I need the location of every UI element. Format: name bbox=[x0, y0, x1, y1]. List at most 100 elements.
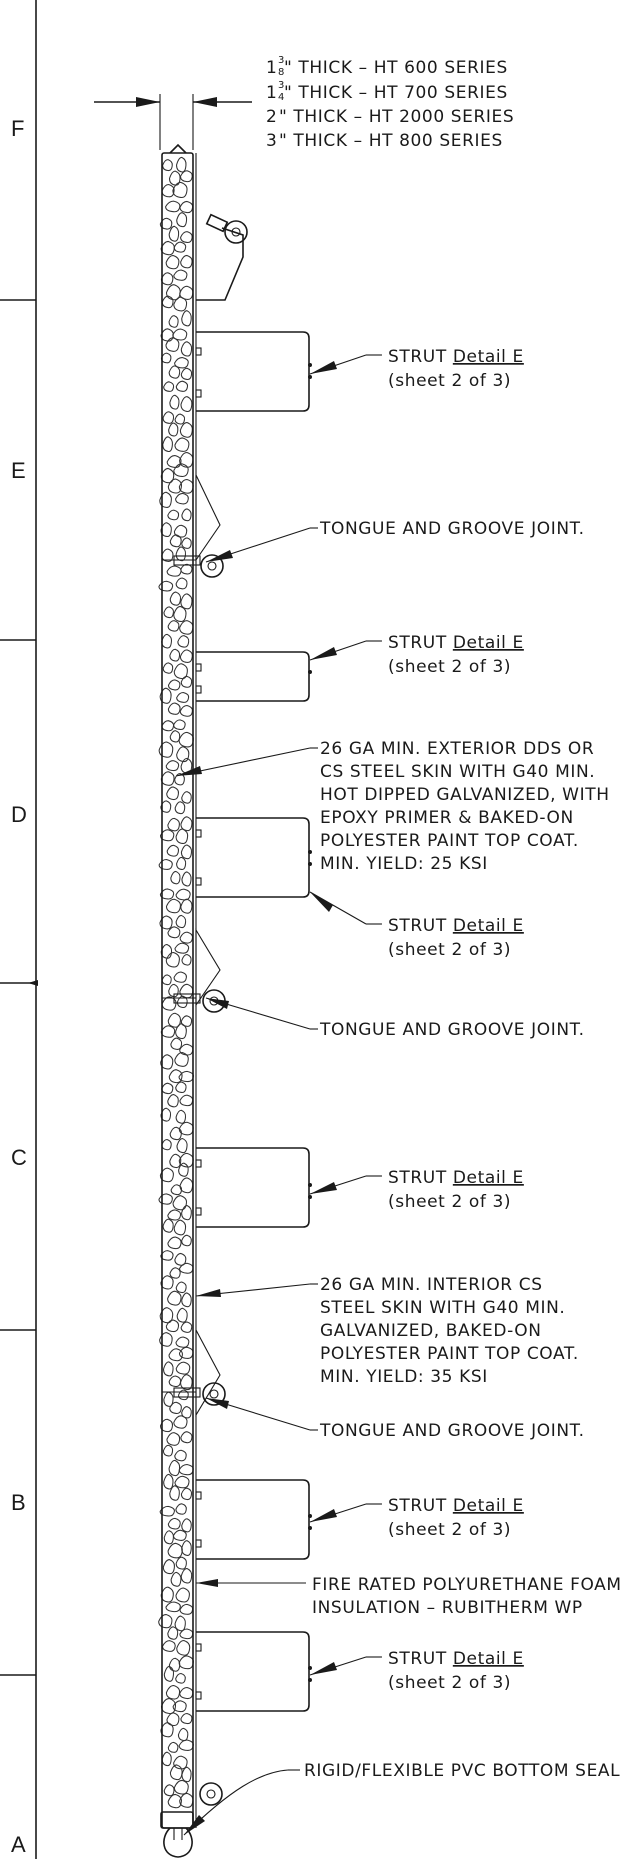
foam-cell bbox=[173, 663, 188, 680]
foam-cell bbox=[178, 1121, 194, 1136]
foam-cell bbox=[173, 719, 186, 730]
foam-cell bbox=[178, 731, 194, 748]
foam-cell bbox=[165, 200, 181, 213]
foam-cell bbox=[176, 746, 190, 763]
svg-text:" THICK – HT 800 SERIES: " THICK – HT 800 SERIES bbox=[279, 131, 503, 151]
foam-cell bbox=[160, 771, 175, 786]
foam-cell bbox=[180, 1374, 193, 1391]
strut-note: STRUT Detail E (sheet 2 of 3) bbox=[388, 916, 523, 960]
foam-cell bbox=[180, 563, 193, 575]
foam-cell bbox=[181, 508, 192, 522]
foam-cell bbox=[179, 1177, 194, 1194]
foam-cell bbox=[179, 1603, 194, 1615]
foam-cell bbox=[158, 1193, 173, 1205]
svg-text:MIN. YIELD: 35 KSI: MIN. YIELD: 35 KSI bbox=[320, 1367, 488, 1387]
interior-skin-note: 26 GA MIN. INTERIOR CS STEEL SKIN WITH G… bbox=[320, 1275, 578, 1387]
foam-cell bbox=[169, 591, 182, 606]
strut-6 bbox=[195, 1631, 312, 1712]
foam-cell bbox=[181, 871, 192, 887]
foam-cell bbox=[175, 380, 189, 392]
foam-cell bbox=[158, 1614, 173, 1629]
foam-cell bbox=[179, 931, 194, 944]
foam-cell bbox=[168, 1375, 182, 1388]
foam-cell bbox=[181, 537, 192, 549]
foam-cell bbox=[167, 1290, 182, 1306]
svg-text:GALVANIZED, BAKED-ON: GALVANIZED, BAKED-ON bbox=[320, 1321, 542, 1341]
strut-3 bbox=[195, 817, 312, 898]
foam-cell bbox=[176, 1138, 188, 1154]
svg-text:" THICK – HT 2000 SERIES: " THICK – HT 2000 SERIES bbox=[279, 107, 514, 127]
svg-text:STRUT Detail E: STRUT Detail E bbox=[388, 1649, 524, 1669]
foam-cell bbox=[167, 679, 181, 691]
svg-text:STEEL SKIN WITH G40 MIN.: STEEL SKIN WITH G40 MIN. bbox=[320, 1298, 565, 1318]
foam-cell bbox=[165, 760, 180, 772]
foam-cell bbox=[166, 1712, 180, 1727]
foam-cell bbox=[181, 791, 192, 804]
foam-cell bbox=[160, 800, 172, 813]
svg-text:8: 8 bbox=[278, 67, 285, 78]
foam-cell bbox=[168, 365, 181, 379]
foam-cell bbox=[161, 548, 174, 562]
foam-cell bbox=[176, 692, 190, 703]
joint-note: TONGUE AND GROOVE JOINT. bbox=[319, 519, 585, 539]
foam-cell bbox=[174, 801, 186, 815]
foam-cell bbox=[180, 367, 193, 381]
svg-text:3: 3 bbox=[278, 80, 285, 91]
bottom-seal bbox=[160, 1782, 223, 1858]
foam-cell bbox=[174, 772, 185, 786]
foam-insulation-pattern bbox=[158, 156, 194, 1809]
foam-cell bbox=[168, 1459, 181, 1477]
foam-cell bbox=[181, 1540, 192, 1556]
foam-cell bbox=[181, 1518, 192, 1533]
foam-cell bbox=[160, 1698, 177, 1715]
foam-cell bbox=[178, 1739, 194, 1751]
foam-cell bbox=[160, 240, 175, 256]
foam-cell bbox=[180, 1567, 193, 1584]
svg-text:STRUT Detail E: STRUT Detail E bbox=[388, 633, 524, 653]
foam-cell bbox=[179, 649, 193, 663]
insulation-note: FIRE RATED POLYURETHANE FOAM INSULATION … bbox=[312, 1575, 621, 1618]
foam-cell bbox=[174, 357, 189, 369]
svg-text:POLYESTER PAINT TOP COAT.: POLYESTER PAINT TOP COAT. bbox=[320, 831, 579, 851]
foam-cell bbox=[175, 1556, 187, 1570]
foam-cell bbox=[179, 451, 194, 468]
foam-cell bbox=[163, 1530, 174, 1545]
foam-cell bbox=[179, 422, 193, 438]
zone-label: B bbox=[11, 1490, 26, 1515]
foam-cell bbox=[172, 1195, 188, 1211]
foam-cell bbox=[163, 606, 174, 619]
svg-text:STRUT Detail E: STRUT Detail E bbox=[388, 1496, 524, 1516]
foam-cell bbox=[175, 828, 189, 845]
foam-cell bbox=[173, 971, 187, 983]
foam-cell bbox=[159, 1167, 174, 1183]
top-bracket bbox=[196, 213, 248, 301]
foam-cell bbox=[181, 1234, 192, 1247]
strut-note: STRUT Detail E (sheet 2 of 3) bbox=[388, 633, 524, 677]
foam-cell bbox=[176, 156, 187, 173]
foam-cell bbox=[167, 1517, 181, 1530]
foam-cell bbox=[169, 1401, 182, 1415]
foam-cell bbox=[173, 241, 187, 253]
foam-cell bbox=[175, 888, 191, 901]
foam-cell bbox=[175, 546, 187, 562]
foam-cell bbox=[180, 593, 193, 610]
foam-cell bbox=[160, 1586, 174, 1603]
foam-cell bbox=[161, 974, 172, 986]
foam-cell bbox=[174, 413, 186, 425]
foam-cell bbox=[158, 741, 174, 758]
foam-cell bbox=[180, 898, 193, 914]
foam-cell bbox=[173, 269, 188, 281]
foam-cell bbox=[162, 159, 173, 172]
panel-section bbox=[158, 143, 197, 1829]
foam-cell bbox=[170, 1571, 182, 1587]
foam-cell bbox=[180, 1321, 193, 1333]
foam-cell bbox=[174, 1615, 186, 1632]
foam-cell bbox=[161, 1082, 174, 1095]
svg-text:CS STEEL SKIN WITH G40 MIN.: CS STEEL SKIN WITH G40 MIN. bbox=[320, 762, 595, 782]
foam-cell bbox=[175, 1587, 190, 1603]
foam-cell bbox=[159, 687, 172, 704]
bottom-seal-note: RIGID/FLEXIBLE PVC BOTTOM SEAL bbox=[304, 1761, 620, 1781]
foam-cell bbox=[176, 856, 187, 870]
foam-cell bbox=[167, 1012, 182, 1028]
svg-text:STRUT Detail E: STRUT Detail E bbox=[388, 1168, 524, 1188]
